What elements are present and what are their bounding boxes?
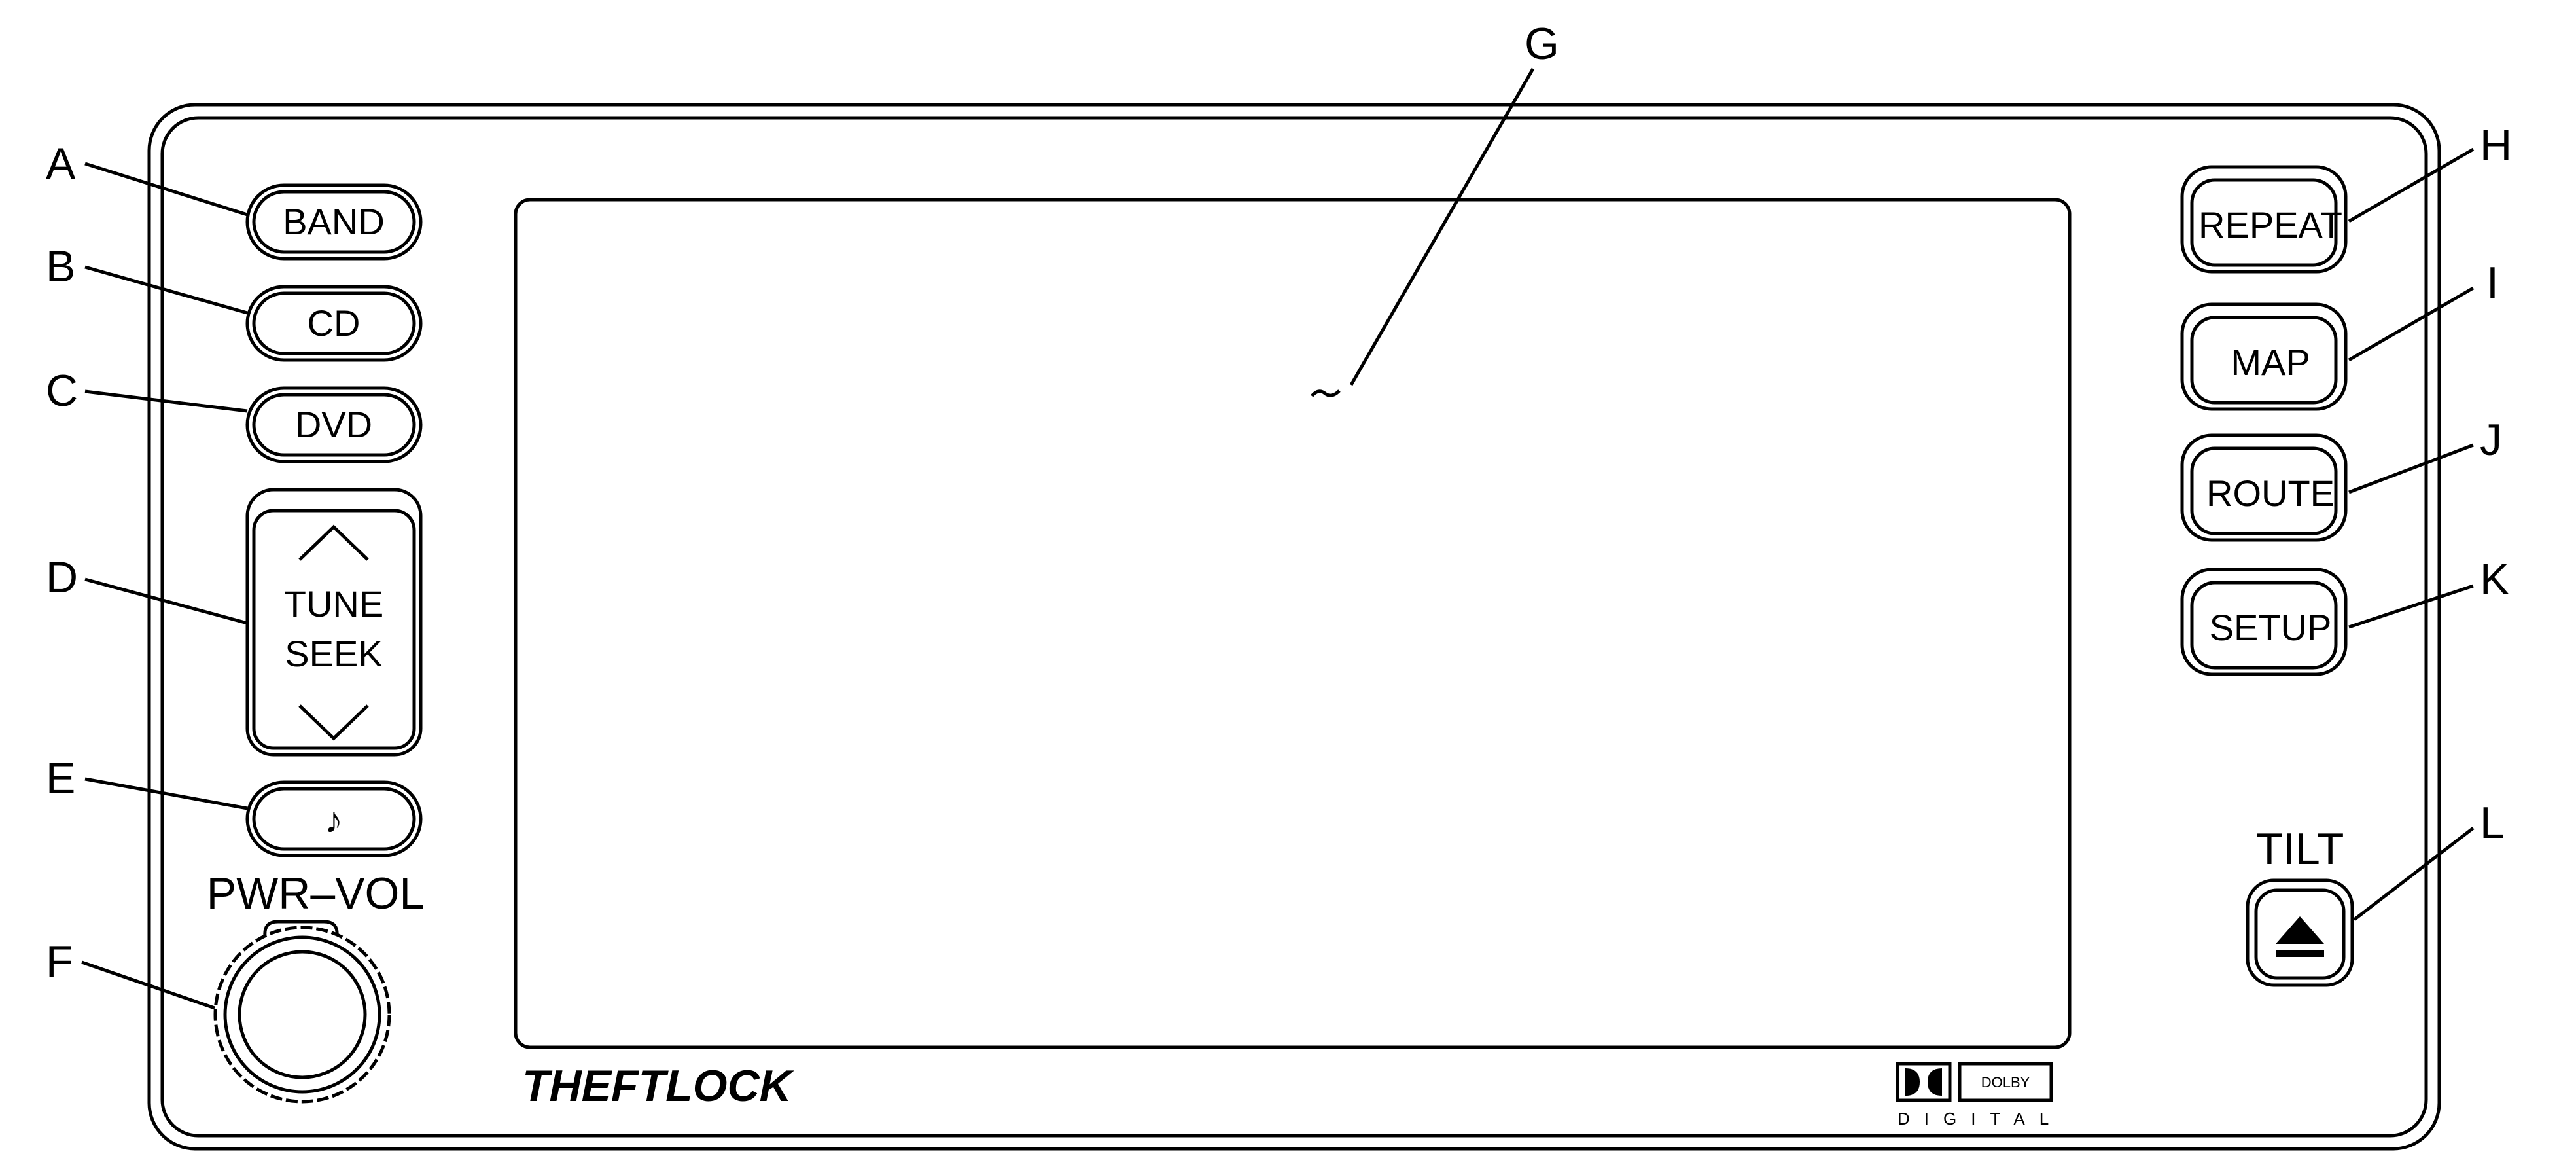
tune-label: TUNE	[284, 583, 383, 624]
callout-l: L	[2480, 798, 2505, 848]
display-screen	[514, 198, 2072, 1049]
repeat-button-label: REPEAT	[2198, 204, 2342, 245]
theftlock-logo: THEFTLOCK	[522, 1061, 795, 1111]
callout-g: G	[1525, 19, 1559, 69]
dvd-button-label: DVD	[295, 404, 372, 445]
callout-a: A	[46, 139, 76, 189]
callout-h: H	[2480, 120, 2512, 170]
eject-icon-bar	[2276, 950, 2324, 957]
pwr-vol-label: PWR–VOL	[207, 869, 425, 918]
map-button-label: MAP	[2231, 342, 2310, 383]
knob-indicator	[263, 920, 339, 937]
callout-f: F	[46, 937, 73, 986]
eject-icon	[2276, 916, 2324, 944]
pwr-vol-knob[interactable]	[213, 920, 391, 1104]
band-button[interactable]: BAND	[245, 183, 423, 261]
route-button-label: ROUTE	[2206, 473, 2335, 514]
setup-button-label: SETUP	[2210, 607, 2332, 648]
setup-button[interactable]: SETUP	[2180, 568, 2348, 676]
seek-label: SEEK	[285, 633, 382, 674]
tilt-label: TILT	[2256, 824, 2344, 874]
callout-c: C	[46, 366, 78, 416]
tilt-eject-button[interactable]	[2246, 878, 2354, 987]
callout-i: I	[2486, 258, 2499, 308]
callout-j: J	[2480, 415, 2502, 465]
callout-d: D	[46, 552, 78, 602]
callout-b: B	[46, 242, 75, 291]
cd-button[interactable]: CD	[245, 285, 423, 362]
inner-bezel	[160, 116, 2428, 1138]
tune-seek-rocker[interactable]: TUNE SEEK	[245, 488, 423, 757]
dolby-double-d-logo	[1896, 1062, 1952, 1102]
band-button-label: BAND	[283, 201, 385, 242]
route-button[interactable]: ROUTE	[2180, 433, 2348, 542]
chevron-up-icon[interactable]	[298, 524, 369, 561]
outer-bezel	[147, 103, 2441, 1151]
digital-text: DIGITAL	[1897, 1109, 2063, 1128]
repeat-button[interactable]: REPEAT	[2180, 165, 2348, 274]
cd-button-label: CD	[308, 302, 361, 344]
callout-k: K	[2480, 554, 2509, 604]
callout-leaders	[81, 67, 2475, 1010]
dolby-text: DOLBY	[1981, 1074, 2030, 1091]
screen-tilde-mark	[1311, 389, 1341, 397]
dolby-digital-logo: DOLBY DIGITAL	[1896, 1062, 2063, 1128]
music-note-icon: ♪	[325, 799, 343, 840]
music-button[interactable]: ♪	[245, 780, 423, 857]
map-button[interactable]: MAP	[2180, 302, 2348, 411]
chevron-down-icon[interactable]	[298, 704, 369, 741]
dvd-button[interactable]: DVD	[245, 386, 423, 463]
callout-e: E	[46, 753, 75, 803]
